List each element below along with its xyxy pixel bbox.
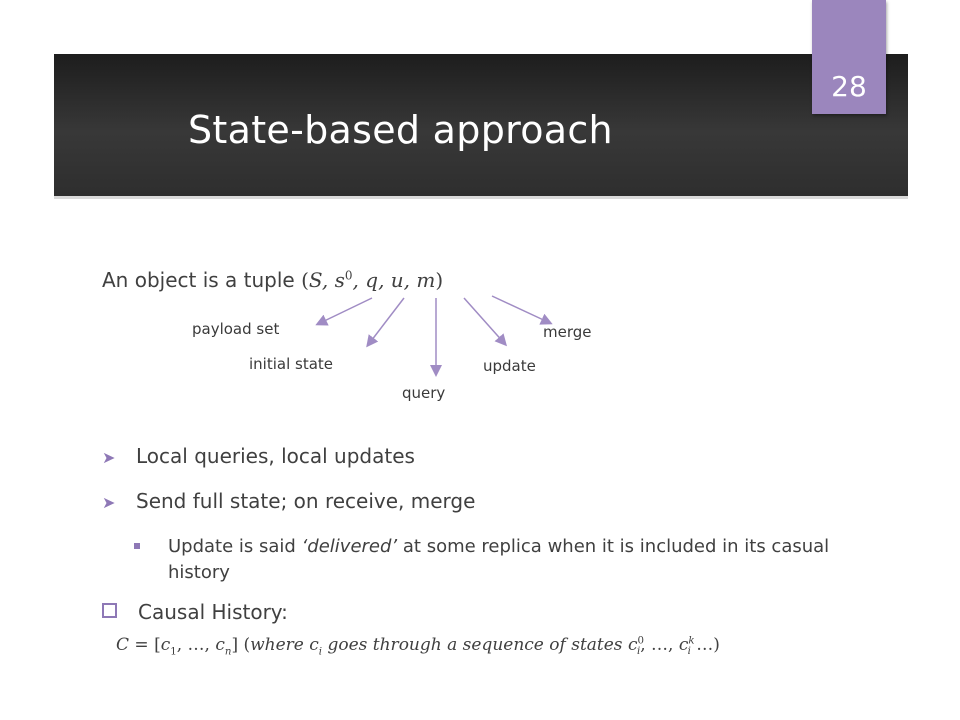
sub-bullet-after: at some replica when it is included in i… [168, 536, 830, 583]
tuple-math: (S, s0, q, u, m) [301, 268, 444, 292]
formula-ellipsis-2: … [651, 635, 669, 655]
formula-c1: c [160, 635, 171, 655]
tuple-s: s [334, 268, 345, 292]
sub-bullet-emphasis: ‘delivered’ [301, 536, 398, 557]
formula-sub-1: 1 [170, 646, 177, 658]
formula-sub-i3: i [687, 646, 691, 658]
formula-ci: c [309, 635, 319, 655]
formula-ci0: c [627, 635, 638, 655]
slide-title: State-based approach [188, 108, 613, 152]
formula-sup-0: 0 [637, 635, 644, 647]
formula-word-through: through [372, 635, 442, 655]
arrow-merge [491, 295, 553, 325]
hollow-square-bullet-icon [102, 603, 117, 618]
arrow-initial [366, 297, 405, 348]
bullet-local: ➤ Local queries, local updates [102, 444, 415, 468]
square-bullet-icon [134, 543, 140, 549]
bullet-send: ➤ Send full state; on receive, merge [102, 489, 475, 513]
formula-C: C [116, 635, 130, 655]
tuple-intro-text: An object is a tuple [102, 268, 302, 292]
annotation-merge: merge [543, 323, 592, 341]
formula-word-where: where [250, 635, 304, 655]
sub-bullet-before: Update is said [168, 536, 302, 557]
bullet-causal: Causal History: [102, 600, 288, 624]
bullet-local-text: Local queries, local updates [136, 444, 415, 468]
sub-bullet-text: Update is said ‘delivered’ at some repli… [168, 534, 894, 586]
page-number: 28 [831, 70, 867, 103]
annotation-initial-state: initial state [249, 355, 334, 373]
formula-word-a: a [447, 635, 458, 655]
arrow-update [463, 297, 507, 347]
formula-sub-i2: i [636, 646, 641, 658]
tuple-q: q [365, 268, 379, 292]
bullet-send-text: Send full state; on receive, merge [136, 489, 476, 513]
title-bar [54, 54, 908, 199]
tuple-definition: An object is a tuple (S, s0, q, u, m) [102, 268, 443, 292]
tuple-S: S [308, 268, 322, 292]
annotation-query: query [402, 384, 446, 402]
formula-word-sequence: sequence [462, 635, 544, 655]
formula-sub-n: n [224, 646, 232, 658]
annotation-payload-set: payload set [192, 320, 280, 338]
formula-cik: c [678, 635, 689, 655]
tuple-s-sup: 0 [344, 268, 353, 283]
page-number-tab: 28 [812, 0, 886, 114]
formula-sup-k: k [688, 635, 695, 647]
tuple-u: u [390, 268, 404, 292]
arrow-bullet-icon: ➤ [102, 493, 116, 512]
arrow-bullet-icon: ➤ [102, 448, 116, 467]
arrow-payload [315, 297, 373, 326]
tuple-m: m [416, 268, 436, 292]
sub-bullet-delivered: Update is said ‘delivered’ at some repli… [134, 534, 894, 586]
causal-history-label: Causal History: [138, 600, 288, 624]
formula-word-goes: goes [327, 635, 368, 655]
formula-sub-i: i [318, 646, 323, 658]
causal-history-formula: C = [c1, …, cn] (where ci goes through a… [116, 635, 720, 658]
formula-ellipsis-1: … [187, 635, 205, 655]
formula-cn: c [215, 635, 225, 655]
annotation-update: update [483, 357, 536, 375]
formula-word-of: of [549, 635, 566, 655]
formula-ellipsis-3: … [696, 635, 714, 655]
formula-word-states: states [571, 635, 623, 655]
